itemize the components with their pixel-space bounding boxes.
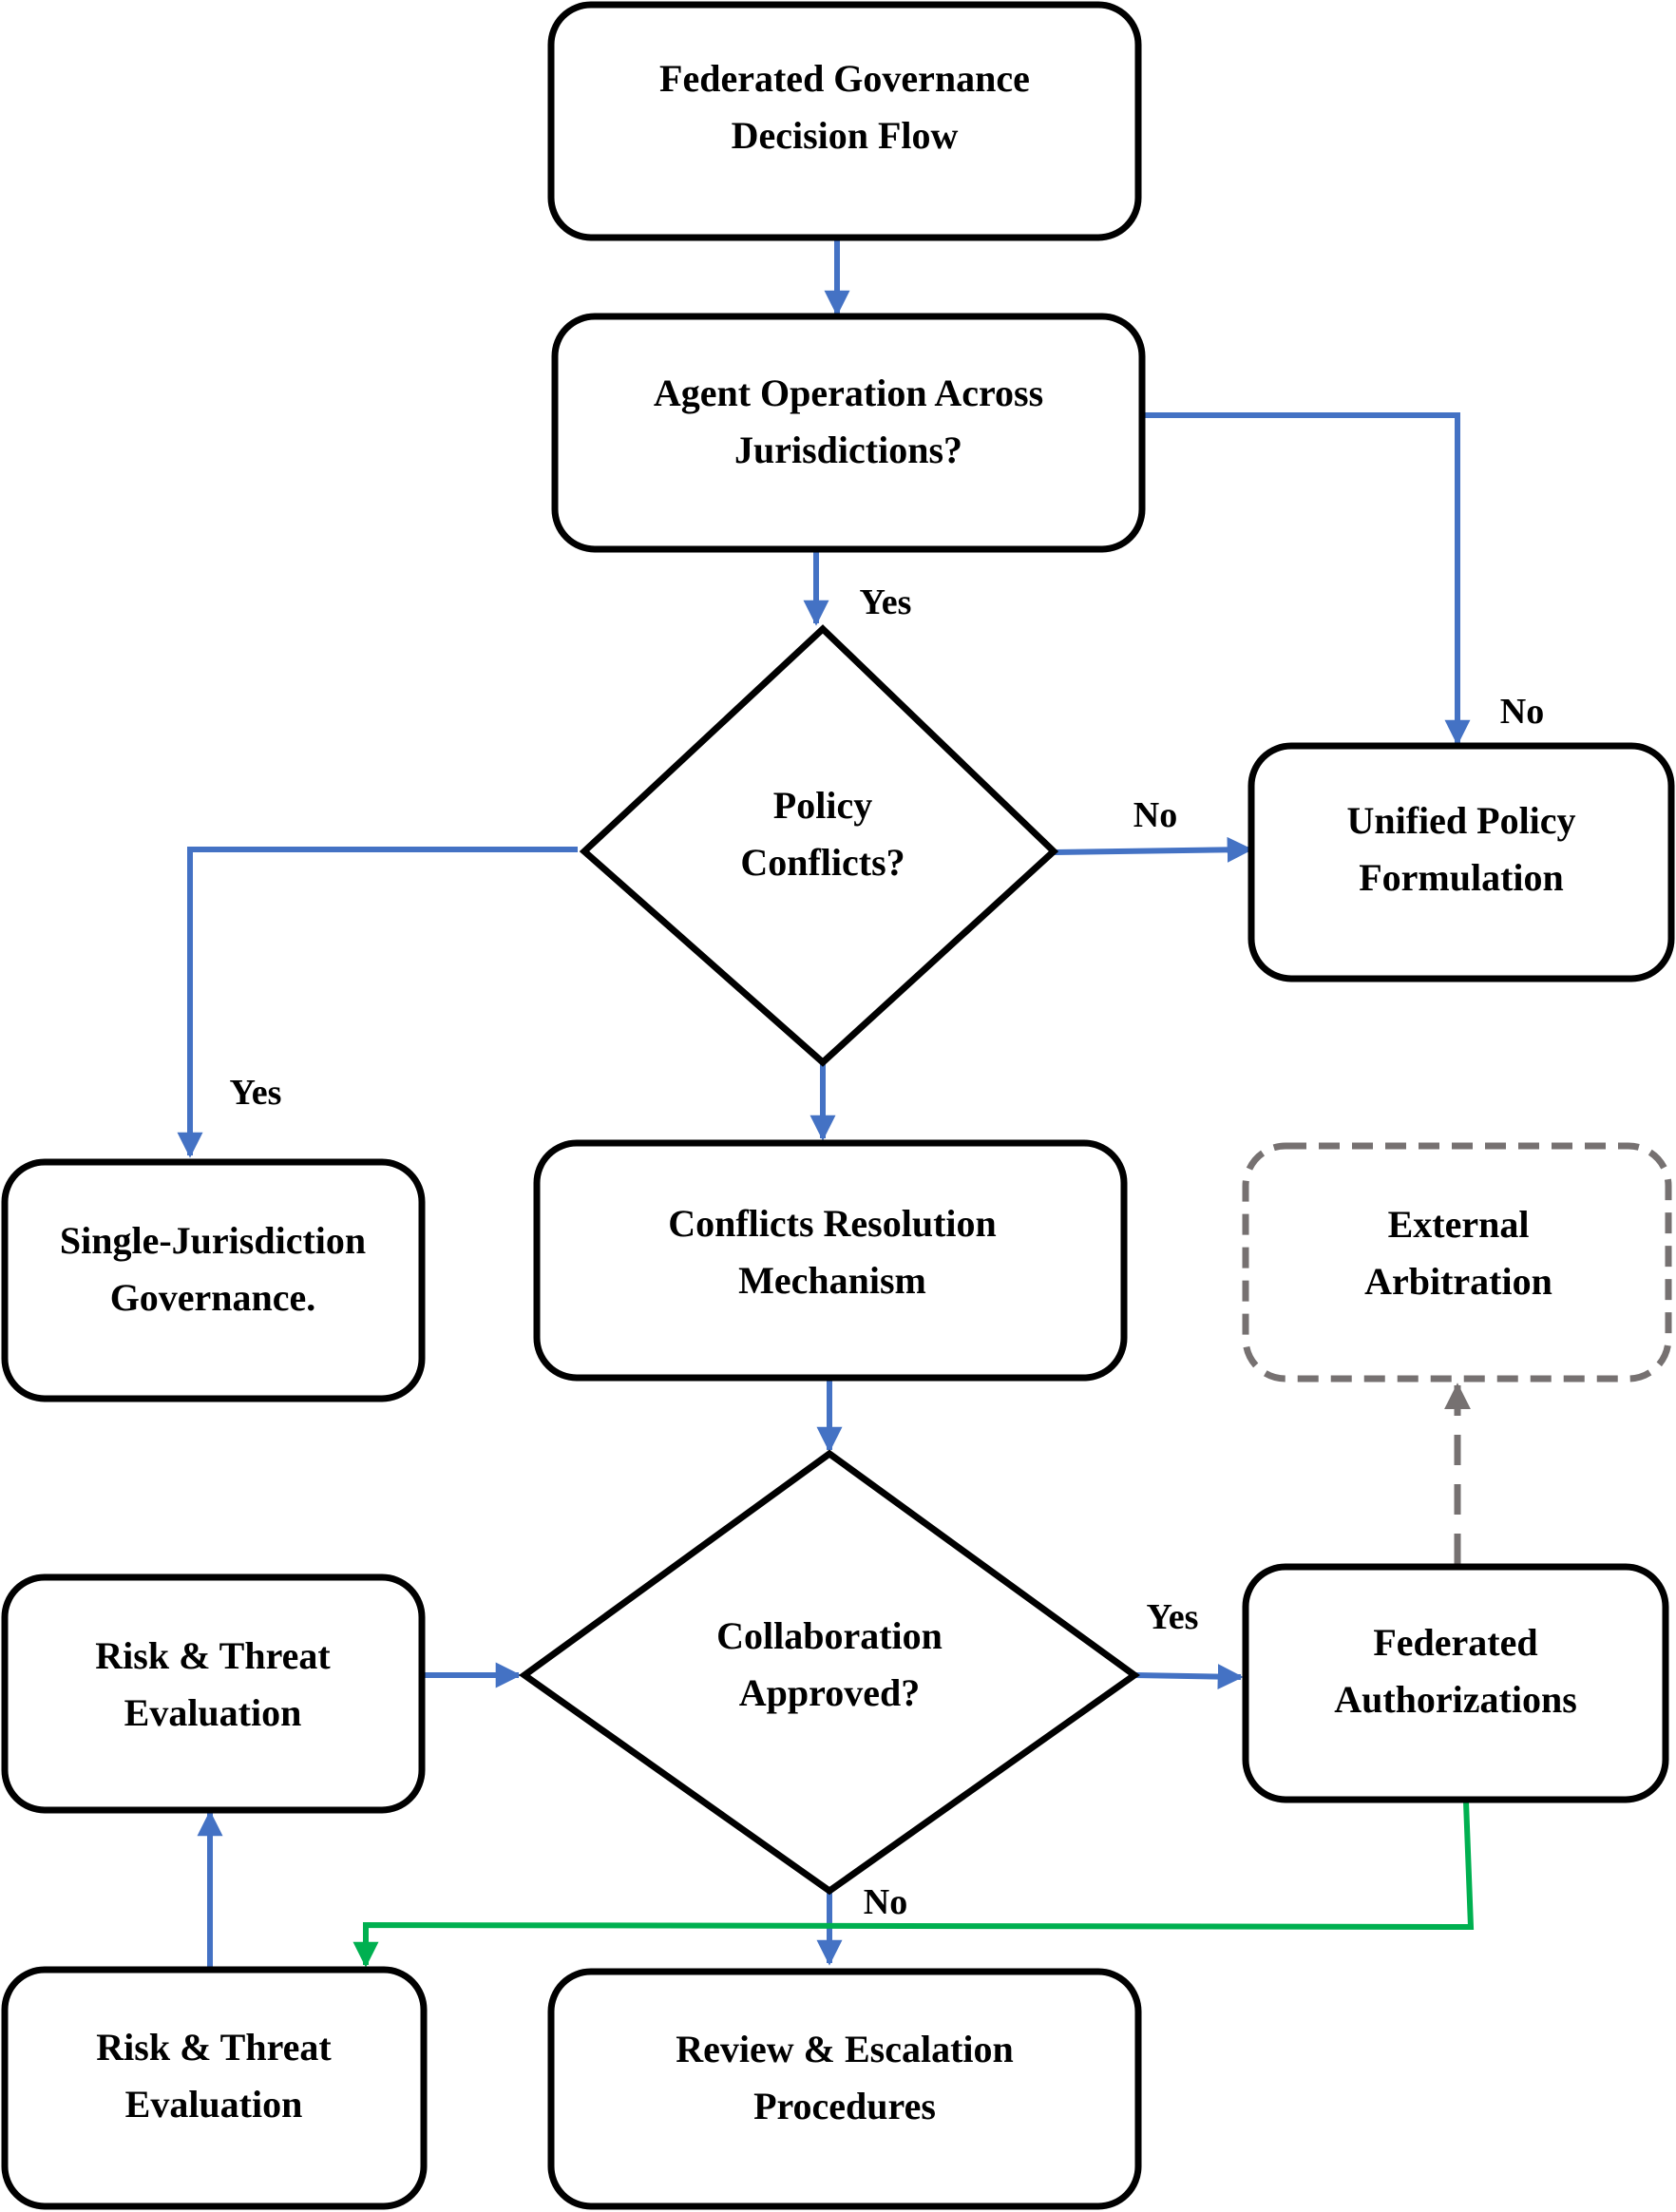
node-unified-policy-line1: Unified Policy [1346,799,1575,842]
node-agent-operation-line2: Jurisdictions? [734,429,962,471]
label-collab-yes: Yes [1147,1597,1199,1637]
node-review-escalation: Review & Escalation Procedures [547,1968,1142,2210]
node-review-escalation-line2: Procedures [753,2085,936,2127]
node-external-arbitration: External Arbitration [1242,1142,1672,1382]
edge-labels: Yes No No Yes Yes No [230,582,1545,1922]
label-collab-no: No [864,1882,907,1922]
node-policy-conflicts: Policy Conflicts? [579,624,1059,1067]
edge-collab-to-federated [1133,1664,1244,1690]
node-agent-operation: Agent Operation Across Jurisdictions? [551,313,1146,553]
node-federated-authorizations-line2: Authorizations [1334,1678,1577,1721]
node-agent-operation-line1: Agent Operation Across [654,372,1043,414]
node-risk-threat-upper-line2: Evaluation [124,1691,302,1734]
node-unified-policy-line2: Formulation [1359,856,1564,899]
edge-policy-to-single [177,847,578,1158]
node-policy-conflicts-line1: Policy [773,784,872,827]
node-single-jurisdiction-line2: Governance. [110,1276,316,1319]
node-unified-policy: Unified Policy Formulation [1247,742,1675,982]
node-risk-threat-lower-line1: Risk & Threat [96,2026,332,2069]
edge-federated-to-risk-lower [352,1801,1475,1968]
label-policy-no: No [1133,795,1177,835]
node-conflicts-resolution: Conflicts Resolution Mechanism [533,1139,1128,1382]
node-conflicts-resolution-line1: Conflicts Resolution [668,1202,997,1245]
node-start-line2: Decision Flow [732,114,959,157]
node-start-line1: Federated Governance [659,57,1030,100]
node-risk-threat-upper-line1: Risk & Threat [95,1634,331,1677]
node-collaboration-approved-line2: Approved? [739,1671,920,1714]
node-collaboration-approved: Collaboration Approved? [518,1449,1141,1896]
node-conflicts-resolution-line2: Mechanism [738,1259,926,1302]
label-agent-yes: Yes [860,582,912,622]
edge-policy-to-unified [1053,836,1253,863]
node-policy-conflicts-line2: Conflicts? [740,841,905,884]
node-federated-authorizations: Federated Authorizations [1242,1563,1669,1803]
node-single-jurisdiction-line1: Single-Jurisdiction [60,1219,366,1262]
node-start: Federated Governance Decision Flow [547,1,1142,241]
node-external-arbitration-line2: Arbitration [1364,1260,1552,1303]
node-external-arbitration-line1: External [1388,1203,1530,1246]
node-review-escalation-line1: Review & Escalation [676,2028,1014,2070]
label-policy-yes: Yes [230,1073,282,1113]
node-single-jurisdiction: Single-Jurisdiction Governance. [1,1158,426,1402]
node-risk-threat-lower: Risk & Threat Evaluation [1,1966,428,2210]
label-agent-no: No [1500,692,1544,732]
node-collaboration-approved-line1: Collaboration [716,1614,943,1657]
connectors [177,238,1475,1968]
node-federated-authorizations-line1: Federated [1373,1621,1537,1664]
edge-agent-to-unified [1140,412,1471,746]
node-risk-threat-lower-line2: Evaluation [125,2083,303,2126]
node-risk-threat-upper: Risk & Threat Evaluation [1,1573,426,1814]
